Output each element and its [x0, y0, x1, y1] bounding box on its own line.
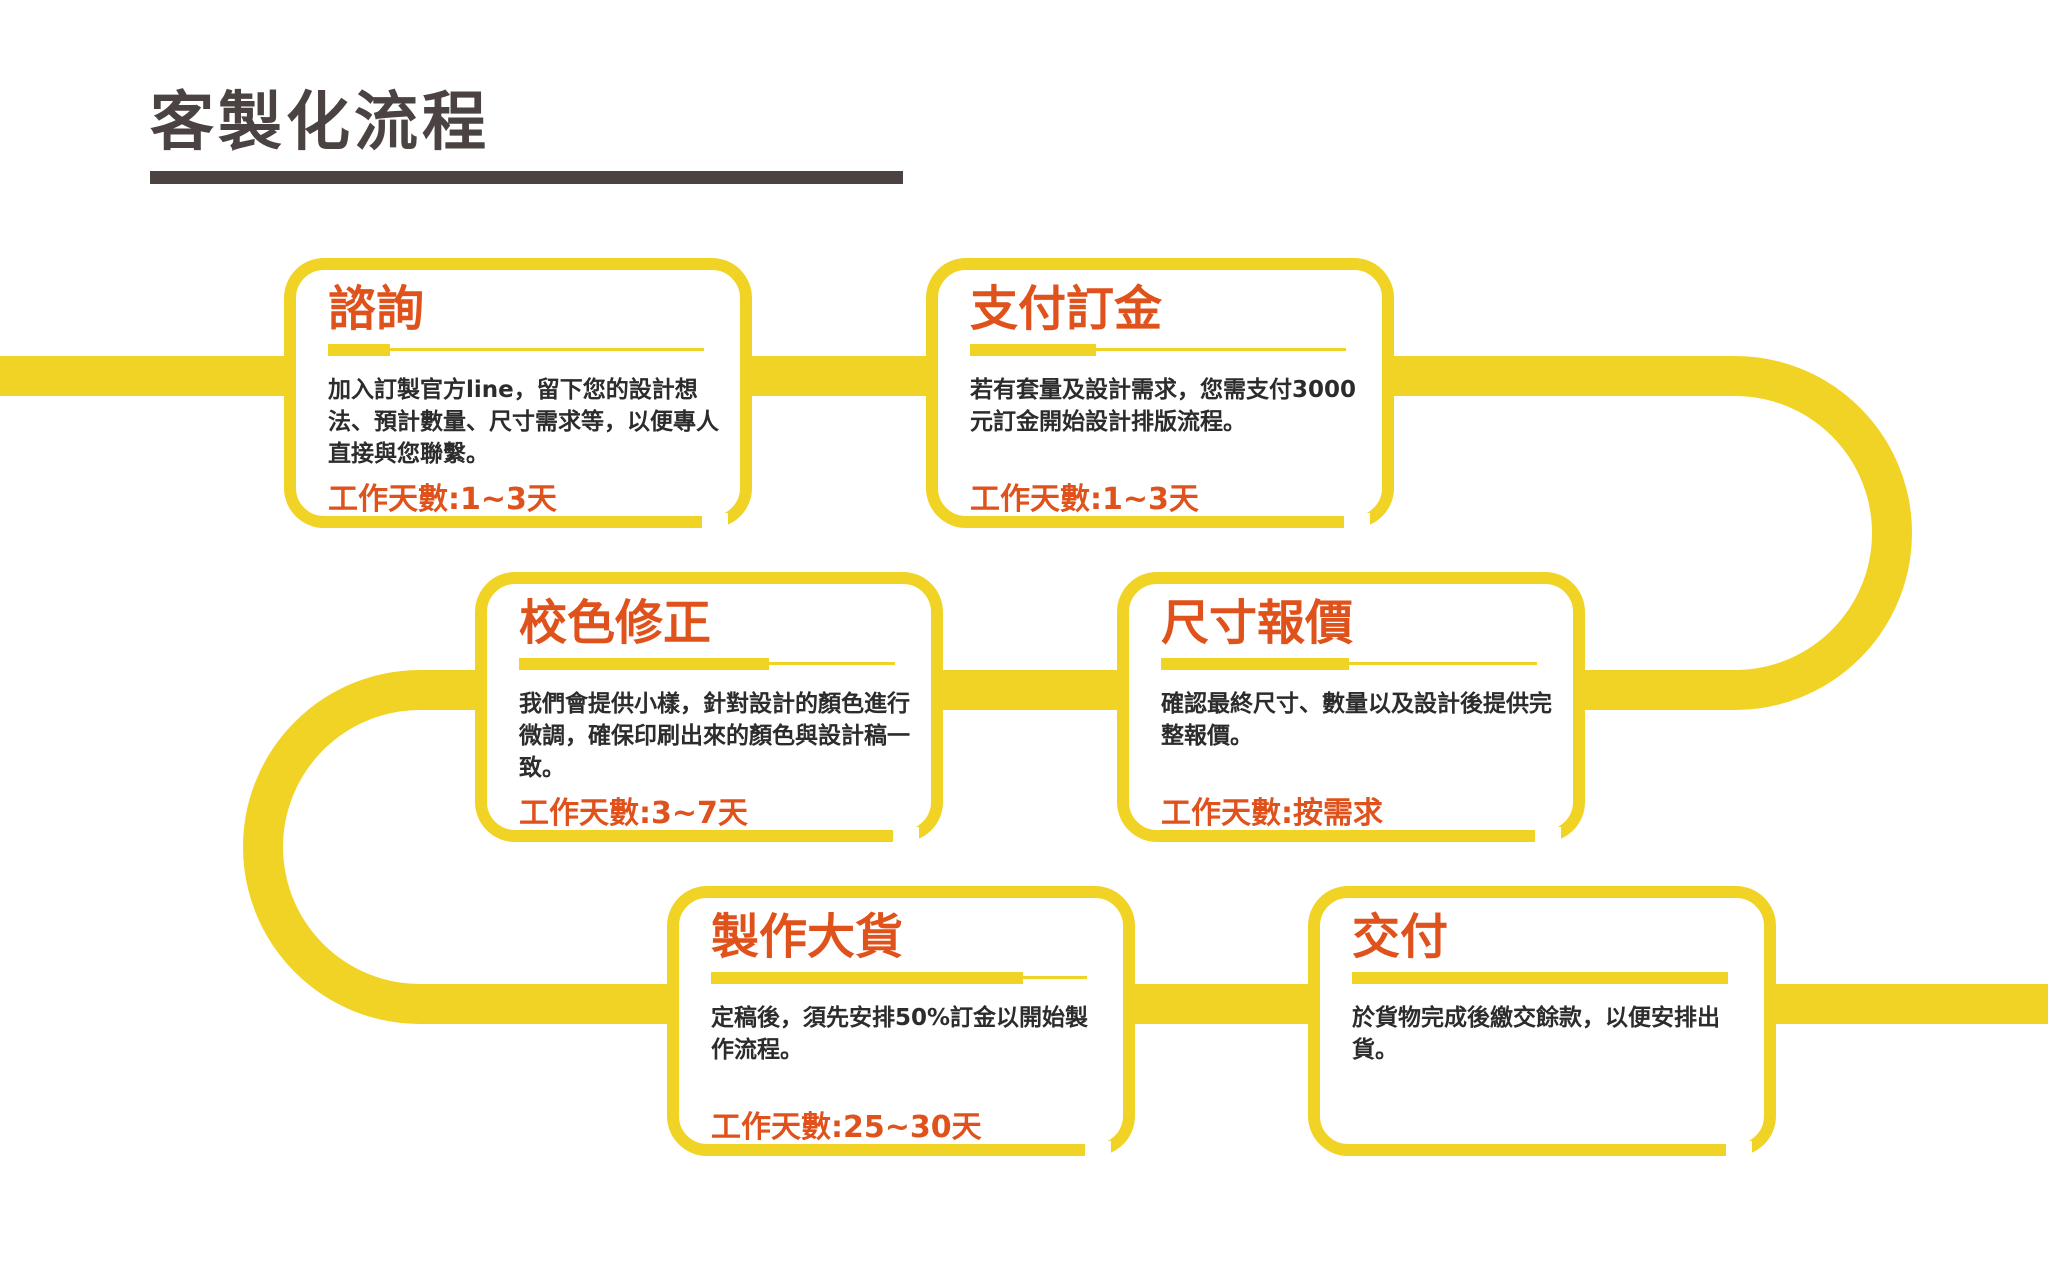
- step-work-days: 工作天數:1~3天: [328, 482, 557, 517]
- step-card-mass-production: 製作大貨 定稿後，須先安排50%訂金以開始製作流程。 工作天數:25~30天: [667, 886, 1135, 1157]
- step-description: 於貨物完成後繳交餘款，以便安排出貨。: [1352, 1005, 1720, 1063]
- step-title: 校色修正: [519, 595, 712, 651]
- title-rule: [328, 348, 704, 351]
- flow-path: [0, 356, 2048, 1024]
- step-work-days: 工作天數:25~30天: [711, 1110, 982, 1145]
- step-description: 我們會提供小樣，針對設計的顏色進行微調，確保印刷出來的顏色與設計稿一致。: [519, 691, 910, 781]
- card-gap: [893, 827, 919, 843]
- work-days-rule: [519, 832, 899, 838]
- step-description: 定稿後，須先安排50%訂金以開始製作流程。: [711, 1005, 1089, 1063]
- step-work-days: 工作天數:按需求: [1161, 796, 1383, 831]
- work-days-rule: [328, 518, 708, 524]
- title-underline: [150, 171, 903, 184]
- title-rule-accent: [1352, 972, 1728, 984]
- work-days-rule: [711, 1146, 1091, 1152]
- title-rule: [970, 348, 1346, 351]
- step-title: 交付: [1352, 909, 1449, 965]
- title-rule-accent: [519, 658, 769, 670]
- step-card-color-correction: 校色修正 我們會提供小樣，針對設計的顏色進行微調，確保印刷出來的顏色與設計稿一致…: [475, 572, 943, 843]
- title-rule-accent: [1161, 658, 1349, 670]
- card-gap: [1535, 827, 1561, 843]
- work-days-rule: [1352, 1146, 1732, 1152]
- step-card-deposit: 支付訂金 若有套量及設計需求，您需支付3000元訂金開始設計排版流程。 工作天數…: [926, 258, 1394, 529]
- step-title: 製作大貨: [711, 909, 904, 965]
- title-rule: [1161, 662, 1537, 665]
- step-card-size-quote: 尺寸報價 確認最終尺寸、數量以及設計後提供完整報價。 工作天數:按需求: [1117, 572, 1585, 843]
- step-description: 若有套量及設計需求，您需支付3000元訂金開始設計排版流程。: [970, 377, 1357, 435]
- card-gap: [1085, 1141, 1111, 1157]
- step-title: 支付訂金: [970, 281, 1163, 337]
- step-card-delivery: 交付 於貨物完成後繳交餘款，以便安排出貨。: [1308, 886, 1776, 1157]
- step-description: 加入訂製官方line，留下您的設計想法、預計數量、尺寸需求等，以便專人直接與您聯…: [328, 377, 719, 467]
- step-title: 尺寸報價: [1161, 595, 1354, 651]
- step-description: 確認最終尺寸、數量以及設計後提供完整報價。: [1161, 691, 1552, 749]
- card-gap: [1344, 513, 1370, 529]
- step-work-days: 工作天數:3~7天: [519, 796, 748, 831]
- title-rule-accent: [328, 344, 390, 356]
- card-gap: [702, 513, 728, 529]
- work-days-rule: [1161, 832, 1541, 838]
- title-rule-accent: [970, 344, 1096, 356]
- step-title: 諮詢: [328, 281, 425, 337]
- step-work-days: 工作天數:1~3天: [970, 482, 1199, 517]
- work-days-rule: [970, 518, 1350, 524]
- page-title: 客製化流程: [150, 86, 490, 160]
- title-rule-accent: [711, 972, 1023, 984]
- step-card-consultation: 諮詢 加入訂製官方line，留下您的設計想法、預計數量、尺寸需求等，以便專人直接…: [284, 258, 752, 529]
- card-gap: [1726, 1141, 1752, 1157]
